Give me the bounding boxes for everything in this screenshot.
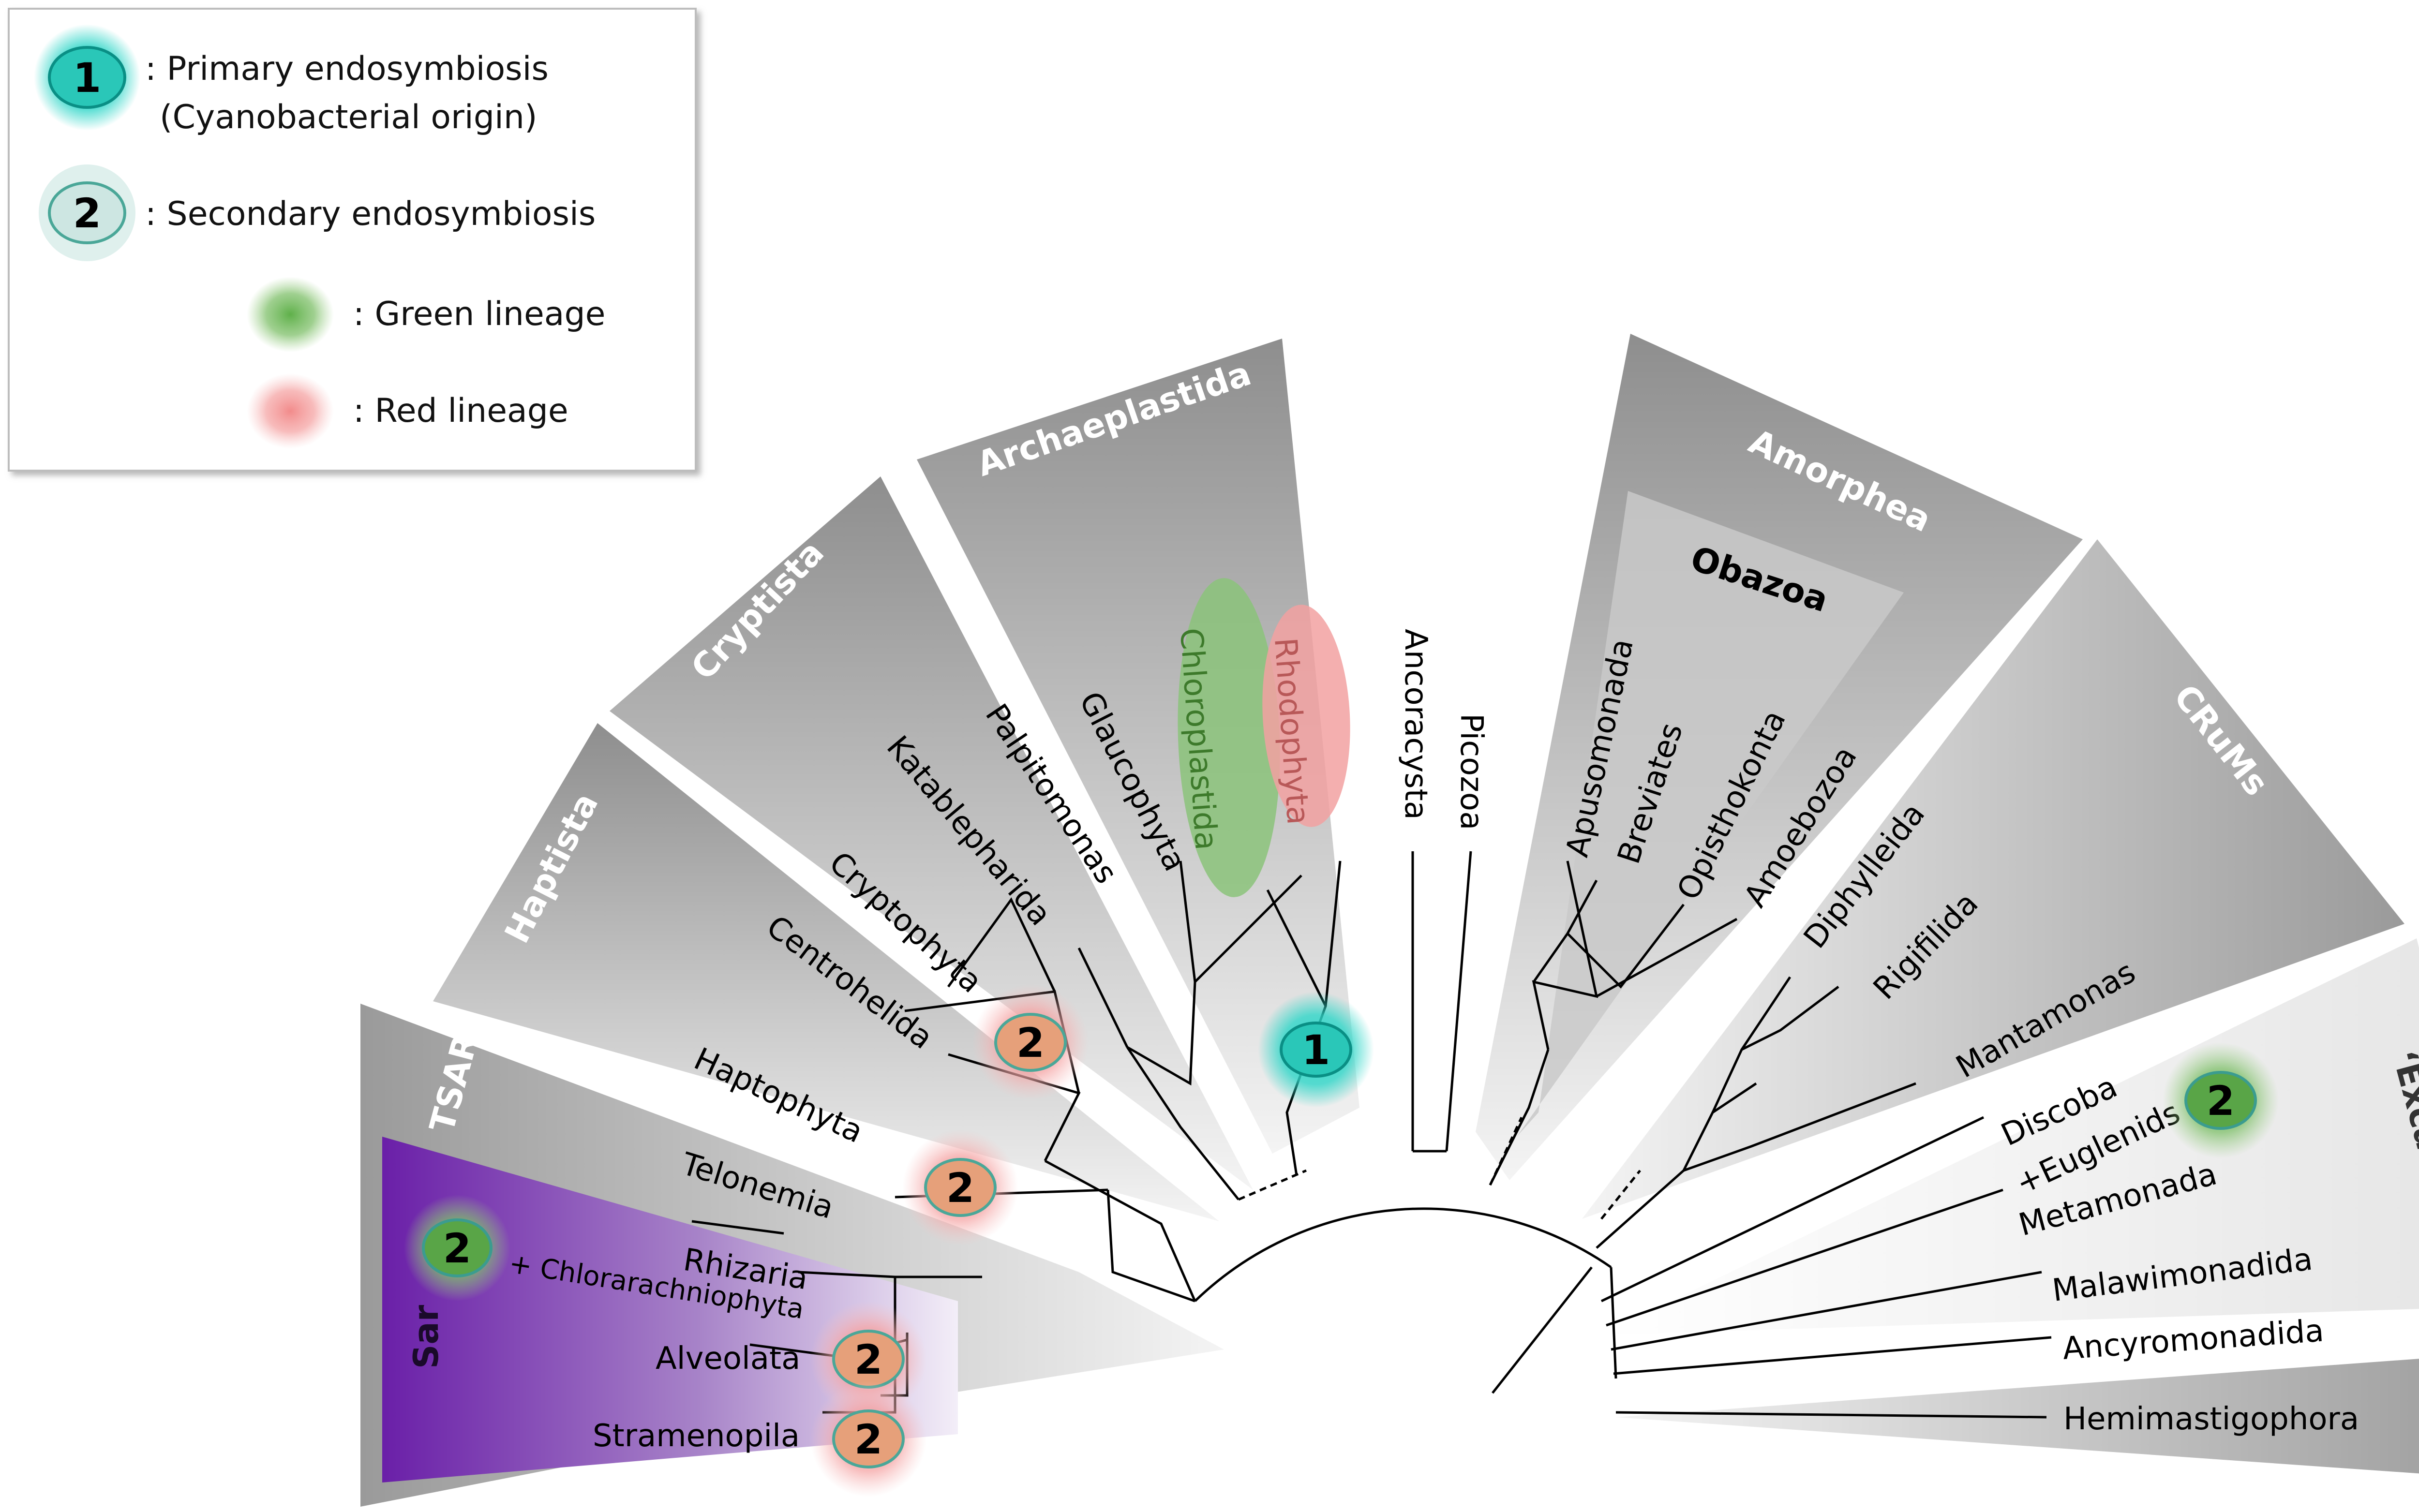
badge-primary-archaeplastida: 1 bbox=[1258, 992, 1374, 1108]
svg-text:2: 2 bbox=[443, 1225, 471, 1272]
svg-text:1: 1 bbox=[73, 54, 101, 102]
rhodophyta-red-highlight bbox=[1262, 605, 1350, 827]
clade-label-sar: Sar bbox=[406, 1304, 446, 1369]
taxon-ancyromonadida: Ancyromonadida bbox=[2061, 1313, 2325, 1367]
svg-text:2: 2 bbox=[854, 1416, 882, 1463]
legend-green-label: : Green lineage bbox=[353, 295, 605, 333]
wedge-crums bbox=[1582, 539, 2404, 1219]
badge-secondary-alveolata: 2 bbox=[810, 1301, 926, 1417]
taxon-stramenopila: Stramenopila bbox=[593, 1418, 800, 1454]
svg-text:2: 2 bbox=[2207, 1077, 2235, 1125]
endosymbiosis-badges: 1 2 2 2 2 2 bbox=[404, 984, 2279, 1497]
badge-secondary-chlorarachniophyta: 2 bbox=[404, 1195, 510, 1301]
legend-primary-label: : Primary endosymbiosis bbox=[145, 50, 549, 88]
badge-secondary-cryptophyta: 2 bbox=[972, 984, 1089, 1100]
wedge-excavates bbox=[1601, 938, 2419, 1335]
root-arc bbox=[1194, 1207, 1612, 1302]
svg-text:2: 2 bbox=[946, 1164, 974, 1212]
wedge-archaeplastida bbox=[917, 339, 1359, 1154]
lineage-highlights bbox=[1178, 578, 1350, 897]
badge-secondary-euglenids: 2 bbox=[2163, 1042, 2279, 1158]
taxon-ancoracysta: Ancoracysta bbox=[1398, 629, 1433, 820]
taxon-picozoa: Picozoa bbox=[1453, 713, 1489, 830]
badge-secondary-haptophyta: 2 bbox=[902, 1129, 1018, 1245]
legend-red-label: : Red lineage bbox=[353, 392, 568, 430]
svg-text:2: 2 bbox=[73, 190, 101, 237]
svg-text:1: 1 bbox=[1302, 1026, 1330, 1074]
legend-green-swatch bbox=[247, 277, 334, 352]
svg-text:2: 2 bbox=[1016, 1019, 1045, 1067]
tree-branches bbox=[691, 851, 2052, 1419]
taxon-alveolata: Alveolata bbox=[656, 1341, 800, 1377]
svg-text:2: 2 bbox=[854, 1336, 882, 1383]
legend: 1 : Primary endosymbiosis (Cyanobacteria… bbox=[8, 8, 697, 472]
wedge-obazoa bbox=[1517, 491, 1904, 1137]
badge-secondary-stramenopila: 2 bbox=[810, 1381, 926, 1497]
wedge-sar bbox=[382, 1137, 958, 1482]
legend-secondary-label: : Secondary endosymbiosis bbox=[145, 195, 596, 233]
legend-secondary-icon: 2 bbox=[39, 164, 135, 261]
wedge-cryptista bbox=[610, 476, 1253, 1190]
legend-primary-icon: 1 bbox=[34, 24, 140, 131]
chloroplastida-green-highlight bbox=[1178, 578, 1280, 897]
taxon-hemimastigophora: Hemimastigophora bbox=[2063, 1401, 2359, 1437]
legend-primary-origin: (Cyanobacterial origin) bbox=[160, 98, 538, 136]
legend-red-swatch bbox=[247, 373, 334, 449]
